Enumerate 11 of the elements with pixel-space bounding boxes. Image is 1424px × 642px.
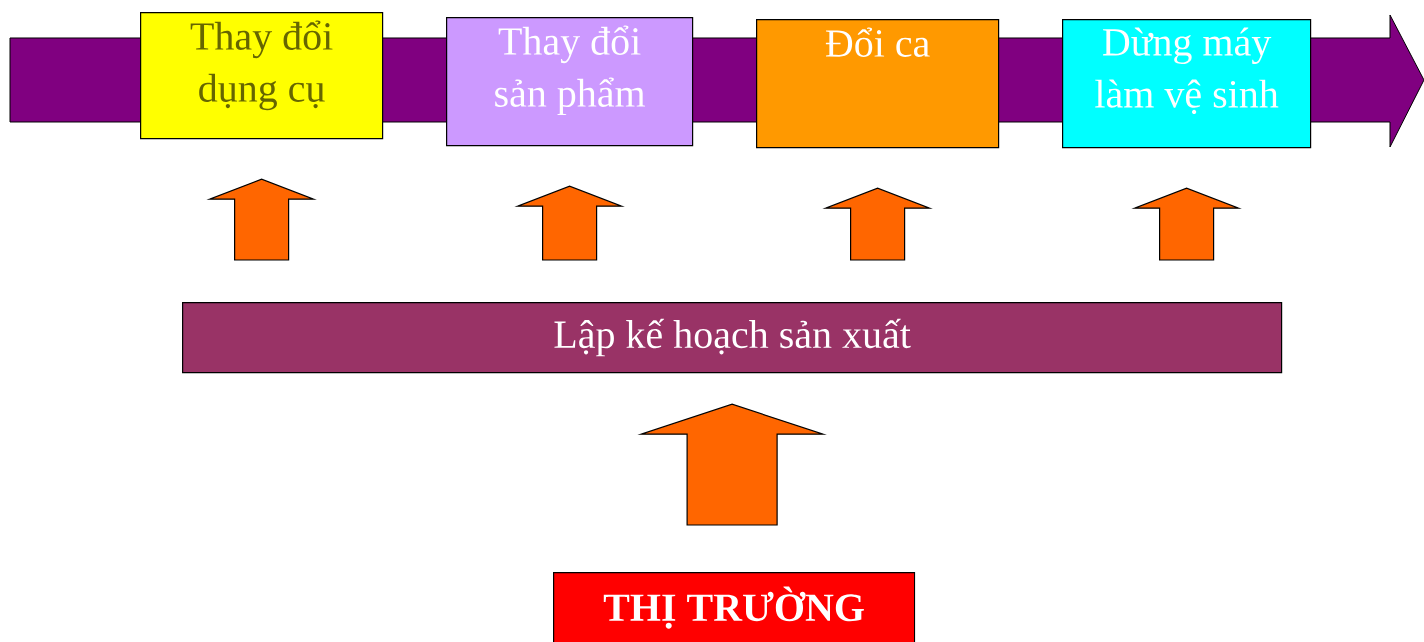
planning-bar: Lập kế hoạch sản xuất [182,301,1283,374]
process-box: Dừng máy làm vệ sinh [1062,19,1312,149]
block-arrow [822,187,933,261]
block-arrow [1131,187,1242,261]
process-box: Thay đổi sản phẩm [446,17,694,147]
block-arrow [514,185,625,261]
block-arrow [637,403,827,526]
market-box: THỊ TRƯỜNG [553,572,916,642]
process-box: Thay đổi dụng cụ [140,12,384,140]
process-box: Đổi ca [756,19,1000,149]
block-arrow [206,178,317,261]
